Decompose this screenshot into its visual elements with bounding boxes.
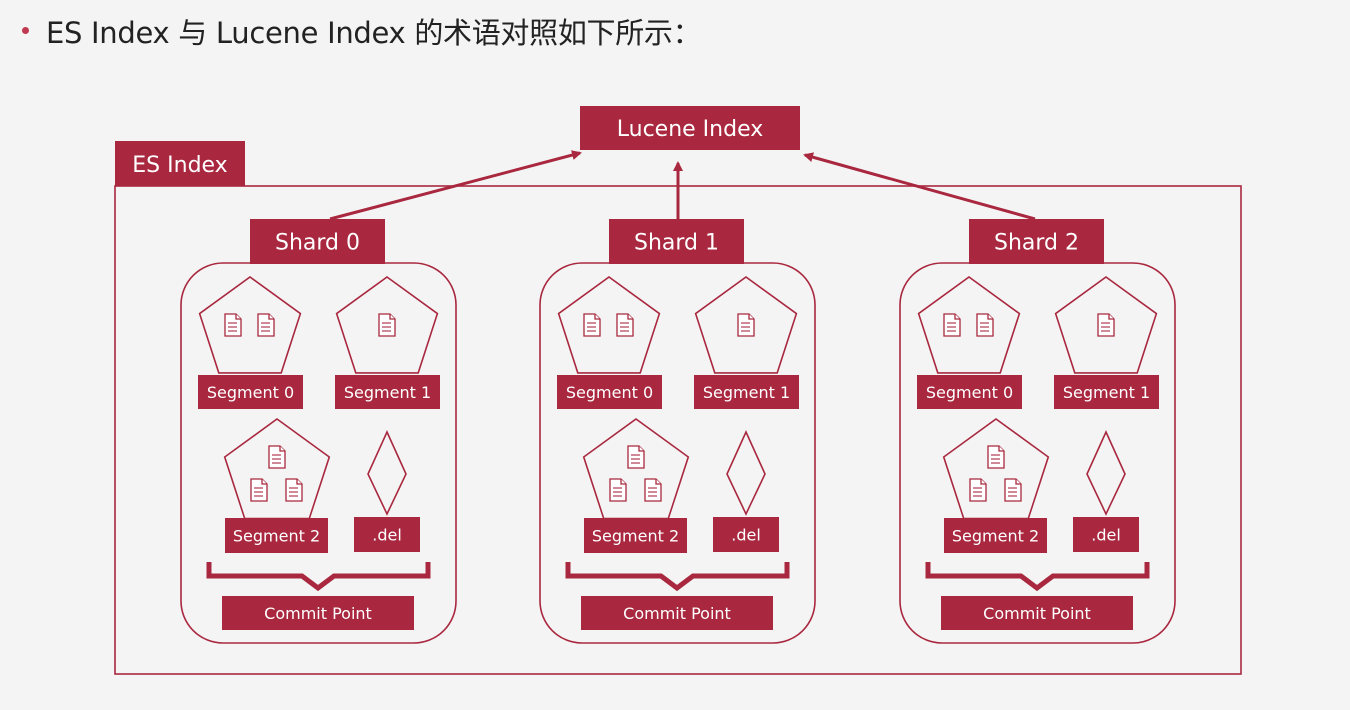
shard-2-group: Shard 2 Segment 0 Segment 1 Segment 2 .delCo… — [899, 219, 1176, 644]
document-icon — [285, 478, 303, 502]
shard-label: Shard 1 — [609, 219, 744, 264]
segment-0-label: Segment 0 — [917, 375, 1022, 409]
del-diamond — [367, 430, 407, 516]
svg-text:Commit Point: Commit Point — [623, 604, 731, 623]
svg-text:Segment 0: Segment 0 — [207, 383, 294, 402]
commit-brace — [925, 562, 1150, 592]
commit-brace — [565, 562, 790, 592]
commit-point-label: Commit Point — [222, 596, 414, 630]
document-icon — [378, 313, 396, 337]
document-icon — [1004, 478, 1022, 502]
segment-2-label: Segment 2 — [944, 518, 1047, 553]
svg-text:Segment 1: Segment 1 — [1063, 383, 1150, 402]
svg-text:Shard 0: Shard 0 — [275, 230, 360, 255]
segment-2-shape — [942, 418, 1050, 520]
document-icon — [224, 313, 242, 337]
shard-1-group: Shard 1 Segment 0 Segment 1 Segment 2 .delCo… — [539, 219, 816, 644]
svg-text:Segment 2: Segment 2 — [233, 526, 320, 545]
shard-label: Shard 2 — [969, 219, 1104, 264]
segment-2-shape — [223, 418, 331, 520]
svg-text:Shard 1: Shard 1 — [634, 230, 719, 255]
del-label: .del — [354, 517, 420, 552]
shard-0-group: Shard 0 Segment 0 Segment 1 Segment 2 .delCo… — [180, 219, 457, 644]
lucene-index-label: Lucene Index — [580, 106, 800, 150]
commit-point-label: Commit Point — [581, 596, 773, 630]
segment-1-shape — [335, 276, 439, 374]
document-icon — [583, 313, 601, 337]
document-icon — [609, 478, 627, 502]
del-label: .del — [1073, 517, 1139, 552]
page-heading: ES Index 与 Lucene Index 的术语对照如下所示： — [46, 16, 702, 50]
document-icon — [616, 313, 634, 337]
svg-text:Shard 2: Shard 2 — [994, 230, 1079, 255]
segment-0-shape — [557, 276, 661, 374]
segment-1-shape — [694, 276, 798, 374]
document-icon — [627, 445, 645, 469]
document-icon — [268, 445, 286, 469]
del-label: .del — [713, 517, 779, 552]
del-diamond — [1086, 430, 1126, 516]
segment-1-shape — [1054, 276, 1158, 374]
document-icon — [250, 478, 268, 502]
segment-0-label: Segment 0 — [557, 375, 662, 409]
segment-0-shape — [917, 276, 1021, 374]
commit-brace — [206, 562, 431, 592]
svg-text:Segment 0: Segment 0 — [926, 383, 1013, 402]
svg-text:Segment 1: Segment 1 — [344, 383, 431, 402]
svg-text:Commit Point: Commit Point — [264, 604, 372, 623]
segment-0-label: Segment 0 — [198, 375, 303, 409]
segment-2-label: Segment 2 — [584, 518, 687, 553]
document-icon — [1097, 313, 1115, 337]
document-icon — [987, 445, 1005, 469]
document-icon — [737, 313, 755, 337]
svg-text:.del: .del — [372, 525, 402, 544]
svg-text:.del: .del — [1091, 525, 1121, 544]
svg-text:.del: .del — [731, 525, 761, 544]
document-icon — [976, 313, 994, 337]
del-diamond — [726, 430, 766, 516]
svg-text:Segment 1: Segment 1 — [703, 383, 790, 402]
document-icon — [644, 478, 662, 502]
segment-1-label: Segment 1 — [335, 375, 440, 409]
svg-text:Segment 2: Segment 2 — [952, 526, 1039, 545]
svg-text:ES Index: ES Index — [132, 153, 227, 178]
shard-label: Shard 0 — [250, 219, 385, 264]
document-icon — [943, 313, 961, 337]
arrow-shard-0-to-lucene — [329, 150, 582, 221]
arrow-shard-2-to-lucene — [803, 152, 1036, 221]
commit-point-label: Commit Point — [941, 596, 1133, 630]
document-icon — [257, 313, 275, 337]
svg-text:Segment 0: Segment 0 — [566, 383, 653, 402]
svg-text:Segment 2: Segment 2 — [592, 526, 679, 545]
segment-1-label: Segment 1 — [1054, 375, 1159, 409]
segment-2-label: Segment 2 — [225, 518, 328, 553]
segment-0-shape — [198, 276, 302, 374]
svg-text:Commit Point: Commit Point — [983, 604, 1091, 623]
bullet-point — [22, 27, 29, 34]
es-index-label: ES Index — [115, 141, 245, 186]
svg-text:Lucene Index: Lucene Index — [617, 117, 763, 142]
segment-1-label: Segment 1 — [694, 375, 799, 409]
document-icon — [969, 478, 987, 502]
segment-2-shape — [582, 418, 690, 520]
